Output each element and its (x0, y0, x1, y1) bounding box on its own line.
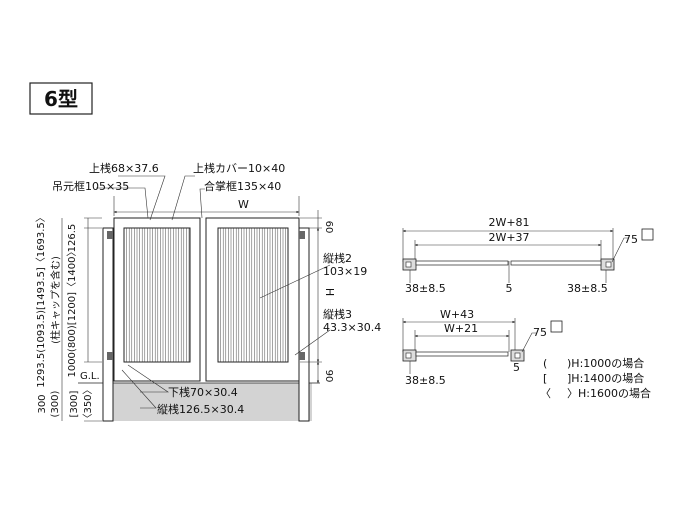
ps-inner-label: W+21 (444, 322, 478, 335)
label-bottom-rail: 下桟70×30.4 (168, 385, 238, 399)
label-hinge-frame: 吊元框105×35 (52, 180, 129, 193)
pd-center-label: 5 (506, 282, 513, 295)
leader-meeting-frame (199, 188, 205, 219)
ps-post-label: 75 (533, 326, 547, 339)
ps-outer-label: W+43 (440, 308, 474, 321)
left-leaf-slats (126, 228, 190, 362)
ps-post-symbol (550, 320, 563, 333)
label-vertical-bar2-size: 103×19 (323, 265, 367, 278)
pd-left-post-core (405, 261, 412, 268)
legend-bracket-1: ( (543, 357, 547, 370)
ps-offset-label: 38±8.5 (405, 374, 446, 387)
left-post (102, 227, 114, 422)
leader-top-rail (118, 175, 166, 221)
leader-bottom-rail (127, 364, 169, 393)
plan-single: W+43 W+21 38±8.5 5 75 (402, 308, 563, 387)
pd-right-leaf (510, 260, 602, 266)
ps-leaf (415, 351, 509, 357)
left-leaf-panel (123, 227, 191, 363)
page-title: 6型 (44, 87, 78, 111)
pd-post-symbol (641, 228, 654, 241)
label-vertical-bar3-size: 43.3×30.4 (323, 321, 381, 334)
pd-left-offset-label: 38±8.5 (405, 282, 446, 295)
pd-post-leader (611, 237, 628, 263)
ps-gap-label: 5 (513, 361, 520, 374)
hinge-top-right (299, 231, 305, 239)
pd-right-post-core (605, 261, 612, 268)
label-width: W (238, 198, 249, 211)
label-126-5: 126.5 (67, 224, 78, 253)
pd-post-label: 75 (624, 233, 638, 246)
right-leaf-panel (217, 227, 289, 363)
label-top-rail-cover: 上桟カバー10×40 (193, 161, 285, 175)
label-height: H (323, 288, 336, 296)
pd-left-leaf (415, 260, 509, 266)
legend-text-3: 〉H:1600の場合 (567, 386, 651, 400)
label-top-gap: 60 (323, 221, 334, 234)
label-top-rail: 上桟68×37.6 (89, 161, 159, 175)
label-depth-300b: [300] (69, 390, 80, 417)
pd-outer-label: 2W+81 (488, 216, 529, 229)
ps-left-post-core (405, 352, 412, 359)
label-panel-height: 1000(800)[1200]〈1400〉 (66, 246, 78, 377)
label-post-note: (柱キャップを含む) (49, 256, 62, 344)
label-post-height: 1293.5(1093.5)[1493.5]〈1693.5〉 (35, 212, 47, 388)
leader-vertical-bar2 (259, 264, 331, 299)
hinge-bottom-right (299, 352, 305, 360)
pd-right-offset-label: 38±8.5 (567, 282, 608, 295)
ground-line-label: G.L. (80, 371, 100, 382)
plan-double: 2W+81 2W+37 38±8.5 5 38±8.5 75 (402, 216, 654, 295)
front-elevation: G.L. 上桟68×37.6 上桟カバー10×40 吊元框105×35 合掌框1… (35, 161, 381, 424)
label-meeting-frame: 合掌框135×40 (204, 179, 281, 193)
ground-area (110, 383, 312, 421)
leader-vertical-bar3 (294, 329, 331, 356)
hinge-top-left (107, 231, 113, 239)
pd-inner-label: 2W+37 (488, 231, 529, 244)
right-post (298, 227, 310, 422)
legend-bracket-3: 〈 (540, 387, 551, 400)
right-leaf-slats (220, 228, 286, 362)
title-box: 6型 (29, 82, 93, 115)
label-bottom-gap: 90 (323, 370, 334, 383)
label-depth-300: 300 (37, 394, 48, 413)
legend: ( )H:1000の場合 [ ]H:1400の場合 〈 〉H:1600の場合 (540, 356, 651, 400)
label-vertical-bar: 縦桟126.5×30.4 (157, 402, 244, 416)
label-depth-300p: (300) (50, 390, 61, 417)
legend-bracket-2: [ (543, 372, 547, 385)
label-vertical-bar2-name: 縦桟2 (323, 251, 352, 265)
label-depth-350: 〈350〉 (82, 384, 94, 423)
label-vertical-bar3-name: 縦桟3 (323, 307, 352, 321)
hinge-bottom-left (107, 352, 113, 360)
leader-vertical-bar (121, 369, 157, 409)
ps-right-post-core (514, 352, 521, 359)
legend-text-2: ]H:1400の場合 (567, 371, 644, 385)
leader-hinge-frame (96, 187, 149, 219)
leader-top-rail-cover (171, 175, 195, 221)
legend-text-1: )H:1000の場合 (567, 356, 644, 370)
ps-post-leader (521, 332, 536, 353)
